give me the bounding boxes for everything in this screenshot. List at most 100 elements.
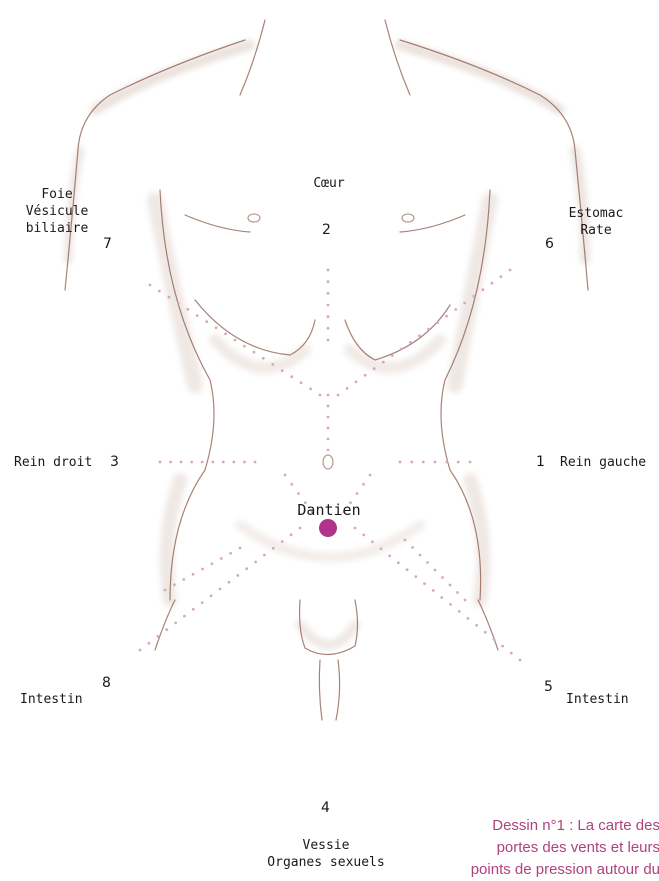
- pressure-dot: [201, 601, 204, 604]
- pressure-dot: [423, 582, 426, 585]
- pressure-dot: [418, 334, 421, 337]
- pressure-dot: [519, 659, 522, 662]
- pressure-dot: [210, 594, 213, 597]
- pressure-dot: [414, 575, 417, 578]
- pressure-dot: [239, 547, 242, 550]
- torso-outline: [65, 20, 588, 720]
- pressure-dot: [404, 539, 407, 542]
- label-rein-droit: Rein droit: [14, 455, 92, 471]
- caption-line: Dessin n°1 : La carte des: [455, 815, 659, 837]
- pressure-dot: [196, 314, 199, 317]
- pressure-dot: [434, 461, 437, 464]
- pressure-dot: [397, 561, 400, 564]
- pressure-dot: [327, 438, 330, 441]
- pressure-dot: [169, 461, 172, 464]
- pressure-dot: [409, 341, 412, 344]
- point-number-1: 1: [536, 454, 545, 470]
- pressure-dot: [327, 449, 330, 452]
- pressure-dot: [327, 394, 330, 397]
- point-number-6: 6: [545, 236, 554, 252]
- pressure-dot: [510, 652, 513, 655]
- pressure-dot: [445, 315, 448, 318]
- pressure-dot: [469, 461, 472, 464]
- point-number-7: 7: [103, 236, 112, 252]
- caption-line: points de pression autour du: [455, 859, 659, 881]
- pressure-dot: [148, 642, 151, 645]
- torso-shading: [68, 45, 585, 645]
- pressure-dot: [299, 527, 302, 530]
- pressure-dot: [192, 608, 195, 611]
- pressure-dot: [281, 540, 284, 543]
- pressure-dot: [355, 380, 358, 383]
- pressure-dot: [436, 321, 439, 324]
- label-rein-gauche: Rein gauche: [560, 455, 646, 471]
- pressure-dot: [290, 483, 293, 486]
- point-number-5: 5: [544, 679, 553, 695]
- pressure-dot: [406, 568, 409, 571]
- pressure-dot: [243, 345, 246, 348]
- pressure-dot: [219, 588, 222, 591]
- pressure-dot: [174, 622, 177, 625]
- pressure-dot: [327, 269, 330, 272]
- pressure-dot: [458, 610, 461, 613]
- pressure-dot: [262, 357, 265, 360]
- pressure-dot: [364, 374, 367, 377]
- label-line: Estomac: [569, 205, 624, 222]
- pressure-dot: [164, 589, 167, 592]
- pressure-dot: [399, 461, 402, 464]
- pressure-dot: [327, 304, 330, 307]
- pressure-dot: [362, 534, 365, 537]
- pressure-dot: [449, 603, 452, 606]
- pressure-dot: [380, 547, 383, 550]
- pressure-dot: [411, 546, 414, 549]
- pressure-dot: [215, 326, 218, 329]
- pressure-dot: [182, 578, 185, 581]
- pressure-dot: [253, 351, 256, 354]
- pressure-dot: [236, 574, 239, 577]
- pressure-dot: [297, 492, 300, 495]
- pressure-dot: [472, 295, 475, 298]
- label-intestin-left: Intestin: [566, 692, 629, 708]
- label-line: Vésicule: [26, 203, 89, 220]
- pressure-dot: [432, 589, 435, 592]
- pressure-dot: [327, 327, 330, 330]
- pressure-dot: [464, 599, 467, 602]
- pressure-dot: [327, 280, 330, 283]
- pressure-dot: [201, 461, 204, 464]
- pressure-dot: [463, 302, 466, 305]
- pressure-dot: [165, 628, 168, 631]
- pressure-dot: [190, 461, 193, 464]
- pressure-dot: [222, 461, 225, 464]
- pressure-dot: [173, 583, 176, 586]
- caption-line: portes des vents et leurs: [455, 837, 659, 859]
- pressure-dot: [319, 394, 322, 397]
- pressure-dot: [337, 394, 340, 397]
- dantien-point: [319, 519, 337, 537]
- pressure-dot: [422, 461, 425, 464]
- pressure-dot: [271, 363, 274, 366]
- pressure-dot: [382, 361, 385, 364]
- label-intestin-right: Intestin: [20, 692, 83, 708]
- pressure-dot: [493, 638, 496, 641]
- label-dantien: Dantien: [297, 502, 360, 518]
- pressure-dot: [356, 492, 359, 495]
- label-foie: Foie Vésicule biliaire: [26, 186, 89, 237]
- pressure-dot: [139, 649, 142, 652]
- pressure-dot: [369, 474, 372, 477]
- pressure-dot: [177, 302, 180, 305]
- pressure-dot: [233, 461, 236, 464]
- point-number-2: 2: [322, 222, 331, 238]
- pressure-dot: [481, 288, 484, 291]
- pressure-dot: [426, 561, 429, 564]
- pressure-dot: [211, 461, 214, 464]
- pressure-dot: [290, 533, 293, 536]
- pressure-dot: [484, 631, 487, 634]
- pressure-dot: [391, 354, 394, 357]
- pressure-dot: [168, 296, 171, 299]
- label-line: Foie: [26, 186, 89, 203]
- pressure-dot: [388, 554, 391, 557]
- pressure-dot: [501, 645, 504, 648]
- pressure-dot: [300, 381, 303, 384]
